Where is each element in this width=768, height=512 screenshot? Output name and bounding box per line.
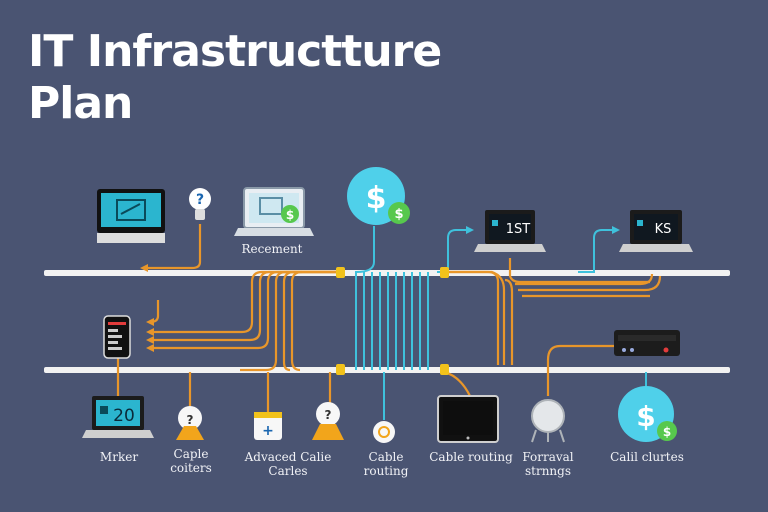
cloud-dollar-icon: $ $ — [347, 167, 410, 225]
laptop-icon-top-mid — [474, 210, 546, 252]
page-title: IT Infrastructture Plan — [28, 26, 442, 130]
label-calil-clurtes: Calil clurtes — [610, 450, 684, 464]
laptop-icon-top-right — [619, 210, 693, 252]
svg-text:$: $ — [636, 400, 655, 433]
top-left-link — [146, 224, 202, 270]
svg-text:$: $ — [394, 207, 403, 222]
top-left-arrow — [140, 264, 148, 272]
svg-text:?: ? — [325, 408, 332, 422]
blue-arrow-heads — [466, 226, 620, 234]
laptop-dollar-icon: $ — [234, 187, 314, 236]
label-caple-coiters: Caple coiters — [170, 447, 212, 475]
laptop-icon-bottom-left — [82, 396, 154, 438]
label-advaced-calie-carles: Advaced Calie Carles — [244, 450, 332, 478]
rail-connectors — [336, 267, 449, 375]
title-line-1: IT Infrastructture — [28, 26, 442, 77]
svg-text:?: ? — [196, 192, 204, 208]
router-icon — [614, 330, 680, 356]
title-line-2: Plan — [28, 78, 133, 129]
laptop-top-mid-screen-text: 1ST — [506, 222, 531, 237]
label-cable-routing-2: Cable routing — [429, 450, 513, 464]
label-forraval-strnngs: Forraval strnngs — [522, 450, 574, 478]
label-cable-routing-1: Cable routing — [363, 450, 409, 478]
orange-arrow-heads-left — [146, 318, 154, 352]
plus-box-icon: + — [254, 412, 282, 440]
svg-text:?: ? — [187, 413, 194, 427]
lightbulb-icon: ? — [189, 188, 211, 220]
cable-tester-icon-1: ? — [176, 406, 204, 440]
monitor-icon — [97, 189, 165, 243]
satellite-dish-icon — [531, 399, 565, 443]
label-mrker: Mrker — [99, 450, 139, 464]
cloud-dollar-icon-bottom: $ $ — [618, 386, 677, 442]
svg-text:$: $ — [366, 181, 387, 216]
blue-cable-bundle — [355, 226, 616, 420]
cable-routing-badge-icon — [373, 421, 395, 443]
svg-text:+: + — [262, 423, 274, 439]
cable-tester-icon-2: ? — [312, 402, 344, 440]
orange-cable-bundle-left — [149, 270, 340, 372]
laptop-bottom-left-screen-text: 20 — [113, 406, 135, 426]
orange-cable-bundle-right — [445, 258, 662, 365]
server-phone-icon — [103, 315, 131, 359]
svg-text:$: $ — [286, 208, 294, 222]
laptop-top-right-screen-text: KS — [655, 222, 672, 237]
svg-text:$: $ — [663, 425, 671, 439]
label-recement: Recement — [241, 242, 303, 256]
tablet-icon — [437, 395, 499, 443]
